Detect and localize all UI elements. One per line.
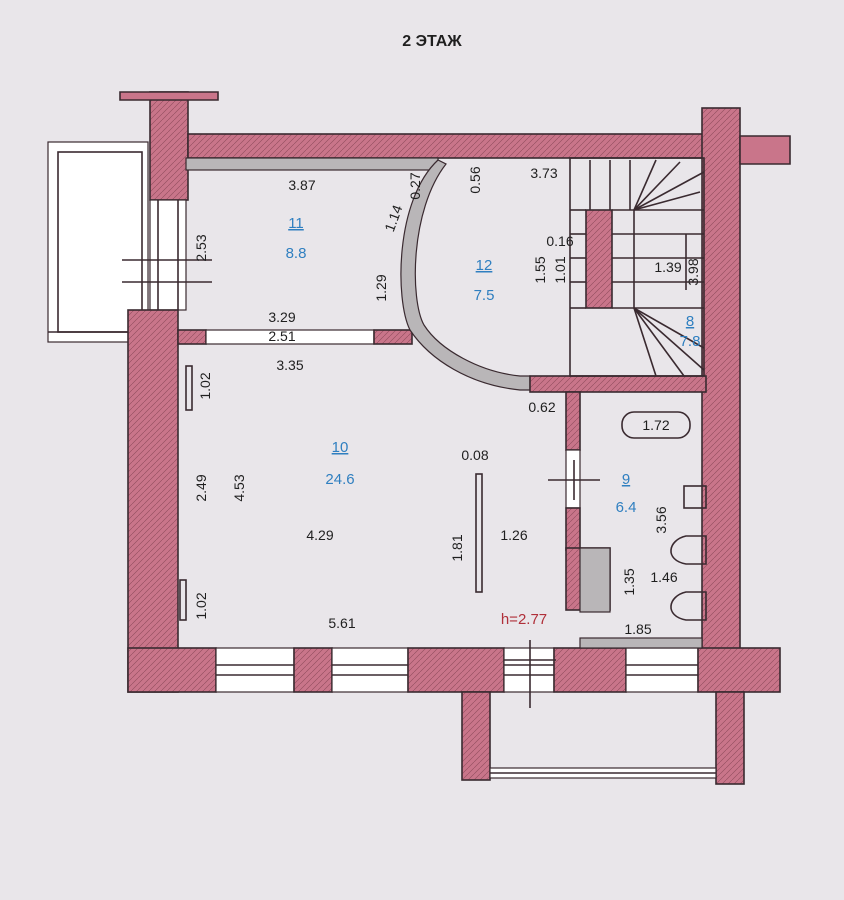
dim-1-55: 1.55	[532, 256, 548, 283]
dim-1-01: 1.01	[552, 256, 568, 283]
sink-icon	[683, 485, 707, 509]
dim-0-16: 0.16	[546, 233, 573, 249]
dim-2-51: 2.51	[268, 328, 295, 344]
dim-4-29: 4.29	[306, 527, 333, 543]
dim-4-53: 4.53	[231, 474, 247, 501]
room-number: 8	[686, 313, 694, 330]
dim-1-35: 1.35	[621, 568, 637, 595]
dim-2-53: 2.53	[193, 234, 209, 261]
dim-1-39: 1.39	[654, 259, 681, 275]
dim-3-98: 3.98	[685, 258, 701, 285]
room-number: 9	[622, 471, 630, 488]
room-labels: 11 8.8 12 7.5 10 24.6 9 6.4 8 7.8	[286, 215, 701, 516]
dim-3-35: 3.35	[276, 357, 303, 373]
bathtub-icon	[621, 411, 691, 439]
room-number: 11	[288, 215, 304, 232]
dim-0-27: 0.27	[407, 172, 423, 199]
floor-title: 2 ЭТАЖ	[402, 33, 462, 50]
dim-1-72: 1.72	[642, 417, 669, 433]
dim-2-49: 2.49	[193, 474, 209, 501]
dim-1-02-bottom: 1.02	[193, 592, 209, 619]
bidet-icon	[670, 591, 707, 621]
dimension-labels: 3.87 0.27 0.56 3.73 2.53 1.14 0.16 1.55 …	[193, 165, 701, 637]
toilet-icon	[670, 535, 707, 565]
balcony-left	[47, 141, 149, 343]
dim-1-02-top: 1.02	[197, 372, 213, 399]
room-area: 8.8	[286, 245, 307, 262]
dim-1-81: 1.81	[449, 534, 465, 561]
dim-0-08: 0.08	[461, 447, 488, 463]
room-area: 7.5	[474, 287, 495, 304]
dim-1-29: 1.29	[373, 274, 389, 301]
ceiling-height-label: h=2.77	[501, 611, 547, 628]
dim-5-61: 5.61	[328, 615, 355, 631]
dim-1-85: 1.85	[624, 621, 651, 637]
dim-1-46: 1.46	[650, 569, 677, 585]
room-number: 10	[332, 439, 349, 456]
dim-0-56: 0.56	[467, 166, 483, 193]
room-area: 6.4	[616, 499, 637, 516]
dim-0-62: 0.62	[528, 399, 555, 415]
dim-1-26: 1.26	[500, 527, 527, 543]
staircase	[569, 157, 705, 377]
room-area: 24.6	[325, 471, 354, 488]
outer-walls	[119, 91, 791, 785]
dim-1-14: 1.14	[381, 203, 405, 234]
dim-3-56: 3.56	[653, 506, 669, 533]
room-number: 12	[476, 257, 493, 274]
room-area: 7.8	[680, 333, 701, 350]
dim-3-73: 3.73	[530, 165, 557, 181]
dim-3-87: 3.87	[288, 177, 315, 193]
dim-3-29: 3.29	[268, 309, 295, 325]
inner-walls	[177, 157, 707, 708]
bathroom-fixtures	[579, 411, 707, 649]
